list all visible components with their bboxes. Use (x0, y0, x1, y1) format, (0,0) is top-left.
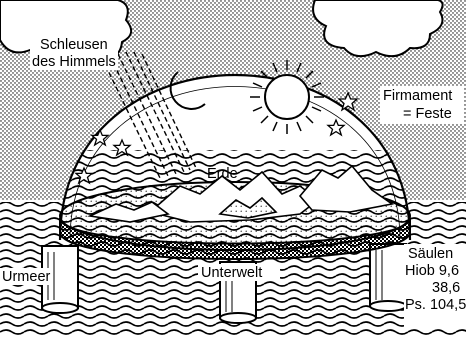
hiob-reference: Hiob 9,6 (405, 263, 459, 279)
saeulen-label: Säulen (408, 246, 453, 262)
feste-label: = Feste (403, 106, 452, 122)
pillar (370, 244, 406, 311)
schleusen-label-line2: des Himmels (32, 54, 116, 70)
urmeer-label: Urmeer (2, 269, 51, 285)
erde-label: Erde (207, 166, 238, 182)
schleusen-label-line1: Schleusen (40, 37, 108, 53)
unterwelt-label: Unterwelt (201, 265, 262, 281)
firmament-label: Firmament (383, 88, 452, 104)
psalm-reference: Ps. 104,5 (405, 297, 466, 313)
hiob-reference-2: 38,6 (432, 280, 460, 296)
